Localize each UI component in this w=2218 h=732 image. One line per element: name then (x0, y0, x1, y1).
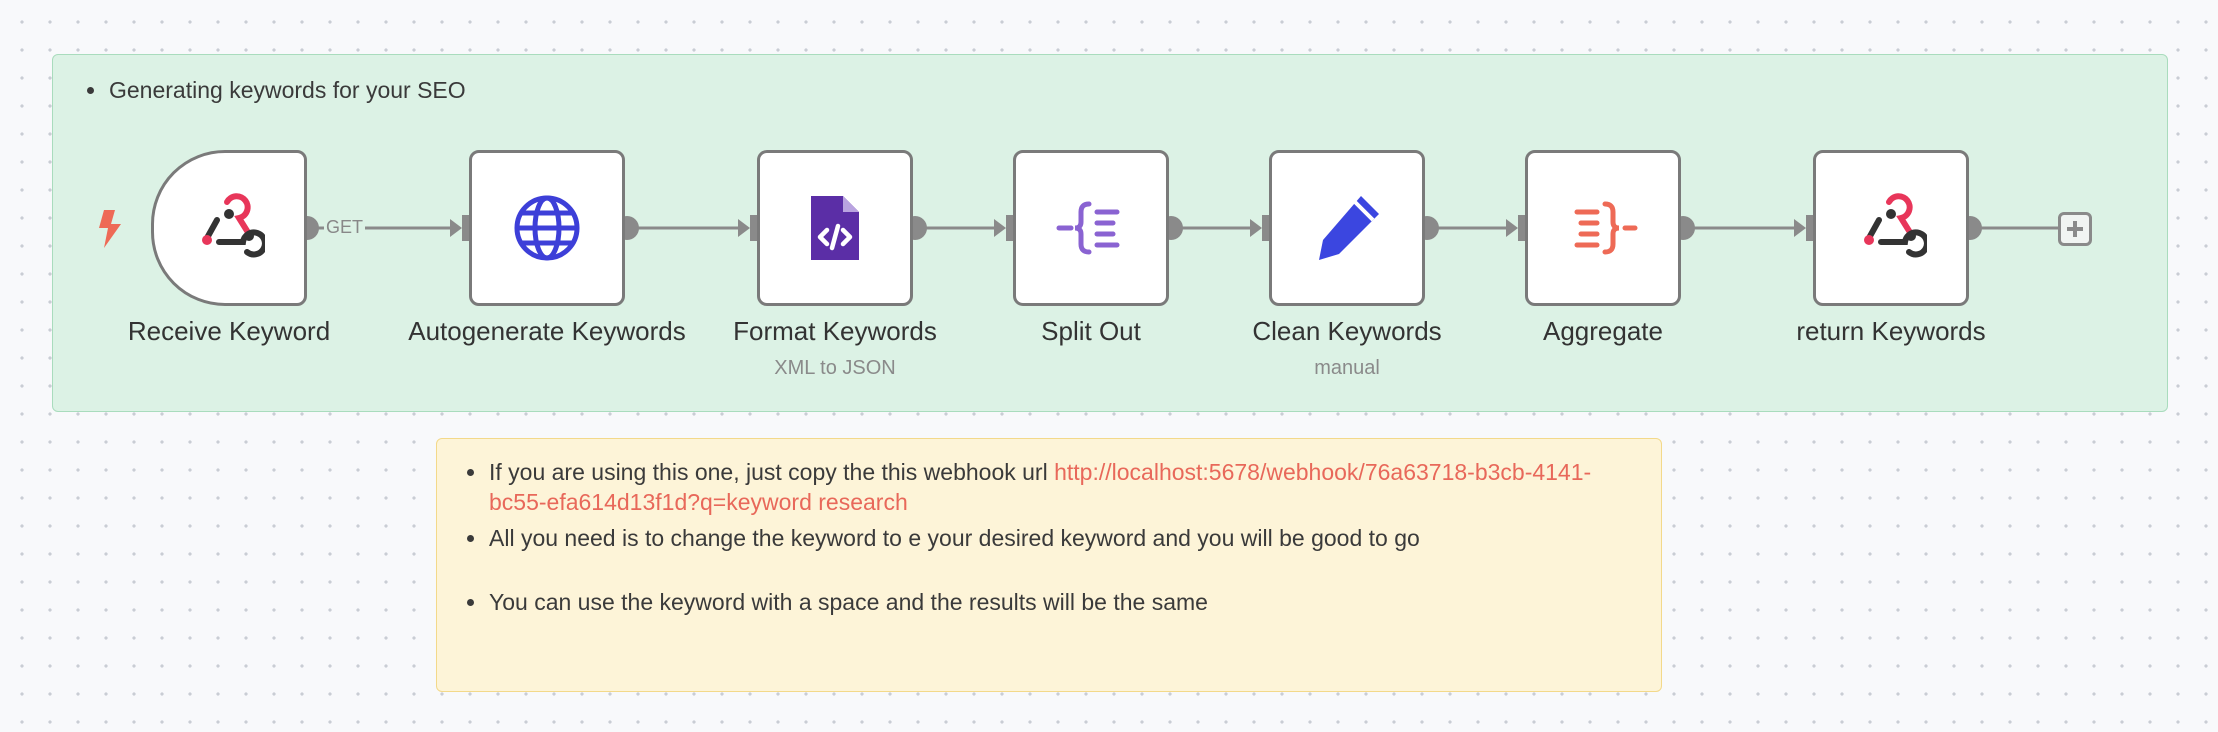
arrow-head (994, 219, 1006, 237)
webhook-icon (1864, 193, 1927, 258)
node-label-clean-keywords: Clean Keywords (1252, 316, 1442, 346)
node-clean-keywords[interactable] (1269, 150, 1425, 306)
aggregate-icon (1574, 201, 1638, 255)
pencil-icon (1319, 196, 1379, 260)
webhook-url-link[interactable]: http://localhost:5678/webhook/76a63718-b… (489, 459, 1592, 515)
arrow-head (738, 219, 750, 237)
globe-icon (514, 195, 580, 261)
note-item-change-keyword: All you need is to change the keyword to… (463, 523, 1633, 553)
webhook-icon (202, 193, 265, 258)
node-label-receive-keyword: Receive Keyword (127, 316, 331, 346)
input-handle (1518, 215, 1528, 241)
note-item-space: You can use the keyword with a space and… (463, 587, 1633, 617)
arrow-head (1794, 219, 1806, 237)
code-file-icon (811, 196, 859, 260)
node-autogenerate-keywords[interactable] (469, 150, 625, 306)
node-receive-keyword[interactable] (151, 150, 307, 306)
node-format-keywords[interactable] (757, 150, 913, 306)
node-label-format-keywords: Format Keywords (733, 316, 937, 346)
input-handle (750, 215, 760, 241)
node-label-return-keywords: return Keywords (1796, 316, 1986, 346)
node-return-keywords[interactable] (1813, 150, 1969, 306)
node-label-aggregate: Aggregate (1543, 316, 1663, 346)
node-subtitle-format-keywords: XML to JSON (774, 357, 896, 379)
arrow-head (450, 219, 462, 237)
input-handle (1806, 215, 1816, 241)
split-out-icon (1056, 201, 1120, 255)
node-subtitle-clean-keywords: manual (1314, 357, 1380, 379)
arrow-head (1506, 219, 1518, 237)
trigger-bolt-icon (99, 210, 121, 248)
note-item-webhook: If you are using this one, just copy the… (463, 457, 1633, 517)
sticky-text: Generating keywords for your SEO (83, 75, 466, 105)
edge-method-label: GET (324, 217, 366, 238)
instructions-sticky-note[interactable]: If you are using this one, just copy the… (436, 438, 1662, 692)
add-node-plus-icon[interactable] (2058, 212, 2092, 246)
arrow-head (1250, 219, 1262, 237)
input-handle (462, 215, 472, 241)
input-handle (1006, 215, 1016, 241)
node-label-split-out: Split Out (1041, 316, 1141, 346)
node-label-autogenerate-keywords: Autogenerate Keywords (408, 316, 686, 346)
node-aggregate[interactable] (1525, 150, 1681, 306)
input-handle (1262, 215, 1272, 241)
node-split-out[interactable] (1013, 150, 1169, 306)
